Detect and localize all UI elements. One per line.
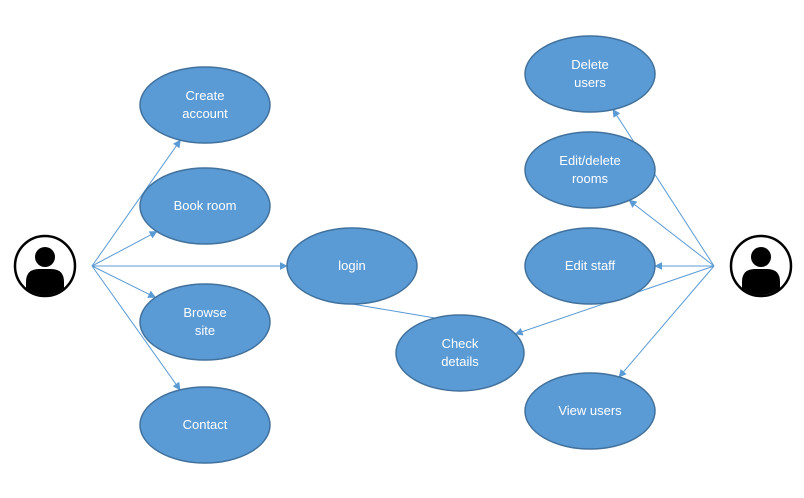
use-case-label: site — [195, 323, 215, 338]
use-case-label: Edit/delete — [559, 153, 620, 168]
use-case-delete-users: Delete users — [524, 35, 656, 113]
use-case-label: View users — [558, 403, 622, 418]
use-case-label: Create — [185, 88, 224, 103]
connector-layer — [91, 108, 715, 391]
use-case-label: account — [182, 106, 228, 121]
actor-user-person-icon — [13, 234, 77, 298]
connector-login-to-check-details — [351, 303, 436, 319]
use-case-ellipse — [524, 372, 656, 450]
use-case-view-users: View users — [524, 372, 656, 450]
use-case-check-details: Check details — [395, 314, 525, 392]
connector-admin-to-edit-delete-rooms — [628, 199, 715, 267]
connector-user-to-book-room — [91, 231, 158, 267]
connector-user-to-browse-site — [91, 265, 157, 298]
use-case-ellipse — [395, 314, 525, 392]
use-case-ellipse — [524, 227, 656, 305]
use-case-ellipse — [139, 386, 271, 464]
use-case-label: rooms — [572, 171, 609, 186]
use-case-contact: Contact — [139, 386, 271, 464]
use-case-login: login — [286, 227, 418, 305]
use-case-book-room: Book room — [139, 167, 271, 245]
use-case-ellipse — [524, 35, 656, 113]
use-case-create-account: Create account — [139, 66, 271, 144]
use-case-ellipse — [524, 131, 656, 209]
connector-admin-to-view-users — [618, 265, 715, 378]
use-case-label: Check — [442, 336, 479, 351]
use-case-label: Contact — [183, 417, 228, 432]
use-case-browse-site: Browse site — [139, 283, 271, 361]
use-case-edit-delete-rooms: Edit/delete rooms — [524, 131, 656, 209]
use-case-label: login — [338, 258, 365, 273]
connector-user-to-create-account — [91, 139, 181, 267]
use-case-label: Delete — [571, 57, 609, 72]
connector-user-to-contact — [91, 265, 181, 391]
use-case-label: Browse — [183, 305, 226, 320]
use-case-ellipse — [139, 66, 271, 144]
use-case-ellipse — [139, 283, 271, 361]
use-case-label: Edit staff — [565, 258, 616, 273]
use-case-edit-staff: Edit staff — [524, 227, 656, 305]
actor-layer — [13, 234, 793, 298]
use-case-ellipse — [139, 167, 271, 245]
actor-admin-person-icon — [729, 234, 793, 298]
use-case-label: Book room — [174, 198, 237, 213]
connector-admin-to-delete-users — [612, 108, 715, 267]
use-case-label: users — [574, 75, 606, 90]
use-case-label: details — [441, 354, 479, 369]
use-case-ellipse — [286, 227, 418, 305]
